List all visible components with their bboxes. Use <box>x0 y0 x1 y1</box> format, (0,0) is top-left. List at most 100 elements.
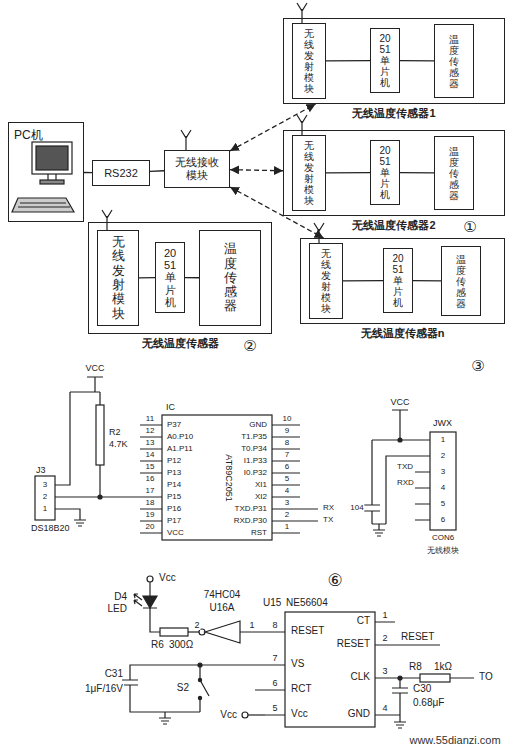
part-label: VCC <box>389 398 410 407</box>
link-line <box>326 172 370 174</box>
part-label: TO <box>478 672 494 682</box>
pin-name: XI1 <box>254 481 268 489</box>
unit-heading: 无线温度传感器2 <box>352 218 435 233</box>
pin-number: 12 <box>145 427 156 435</box>
interface-box: RS232 <box>92 160 150 186</box>
pin-number: 14 <box>145 451 156 459</box>
part-label: 1kΩ <box>433 662 453 672</box>
part-label: RESET <box>400 632 435 642</box>
transmitter-box: 无线发射模块 <box>292 23 326 99</box>
pin-name: RXD.P30 <box>233 517 268 525</box>
pin-number: 7 <box>271 654 278 663</box>
pin-number: 2 <box>381 634 388 643</box>
pin-name: P14 <box>166 481 182 489</box>
part-label: U15 <box>262 598 282 608</box>
link-line <box>413 280 441 282</box>
part-label: RX <box>322 504 335 512</box>
box-text: 温度传感器 <box>449 146 459 201</box>
box-text: 2051单片机 <box>379 33 391 88</box>
pin-number: 4 <box>284 487 290 495</box>
receiver-box: 无线接收模块 <box>164 150 230 188</box>
pin-name: A1.P11 <box>166 445 194 453</box>
link-line <box>326 60 370 62</box>
callout-number: ⑥ <box>326 572 343 589</box>
box-text: 2051单片机 <box>392 253 404 308</box>
mcu-box: 2051单片机 <box>370 28 400 93</box>
pin-number: 2 <box>193 621 200 630</box>
part-label: TX <box>322 516 334 524</box>
part-label: R6 <box>150 640 165 650</box>
pin-number: 8 <box>271 621 278 630</box>
pin-number: 1 <box>284 523 290 531</box>
part-label: S2 <box>176 683 190 693</box>
part-label: Vcc <box>158 573 177 583</box>
transmitter-box: 无线发射模块 <box>309 243 343 319</box>
pin-number: 6 <box>271 679 278 688</box>
part-label: J3 <box>35 466 47 475</box>
box-text: 无线接收模块 <box>171 156 223 181</box>
box-text: 温度传感器 <box>456 254 466 309</box>
antenna-symbol <box>297 3 307 23</box>
pin-name: TXD.P31 <box>234 505 268 513</box>
sensor-unit: 无线温度传感器1无线发射模块2051单片机温度传感器 <box>283 18 505 104</box>
part-label: 0.68μF <box>412 698 445 708</box>
mcu-schematic <box>35 377 456 540</box>
pin-number: 13 <box>145 439 156 447</box>
pin-name: P16 <box>166 505 182 513</box>
part-label: 104 <box>349 504 364 512</box>
antenna-symbol <box>297 115 307 135</box>
pin-name: P15 <box>166 493 182 501</box>
unit-heading: 无线温度传感器n <box>361 326 445 341</box>
pin-name: P17 <box>166 517 182 525</box>
computer-icon <box>12 142 74 212</box>
pin-number: 20 <box>145 523 156 531</box>
link-line <box>343 280 383 282</box>
computer-box: PC机 <box>8 122 84 222</box>
pin-number: 3 <box>284 499 290 507</box>
sensor-unit: 无线温度传感器n无线发射模块2051单片机温度传感器 <box>300 238 505 324</box>
unit-heading: 无线温度传感器 <box>142 336 219 351</box>
part-label: 1μF/16V <box>84 684 124 694</box>
pin-number: 3 <box>42 481 48 489</box>
pin-name: RXD <box>396 479 415 487</box>
watermark: www.55dianzi.com <box>408 735 501 746</box>
pin-name: RCT <box>290 684 313 694</box>
pin-number: 11 <box>145 415 155 423</box>
pin-name: T1.P35 <box>240 433 268 441</box>
part-label: R2 <box>108 428 122 437</box>
sensor-box: 温度传感器 <box>434 24 474 98</box>
mcu-box: 2051单片机 <box>370 140 400 205</box>
part-label: 74HC04 <box>203 590 242 600</box>
sensor-box: 温度传感器 <box>434 136 474 210</box>
pin-name: A0.P10 <box>166 433 194 441</box>
part-label: DS18B20 <box>30 524 71 533</box>
pin-name: TXD <box>396 463 414 471</box>
box-text: 2051单片机 <box>163 247 176 307</box>
link-line <box>150 170 164 172</box>
pin-number: 6 <box>284 463 290 471</box>
pin-name: RESET <box>290 626 325 636</box>
pin-number: 16 <box>145 475 156 483</box>
pin-number: 10 <box>282 415 293 423</box>
pin-name: I0.P32 <box>243 469 268 477</box>
antenna-symbol <box>102 210 112 230</box>
pin-name: I1.P33 <box>243 457 268 465</box>
box-text: 温度传感器 <box>449 34 459 89</box>
unit-heading: 无线温度传感器1 <box>352 106 435 121</box>
pin-name: RST <box>250 529 268 537</box>
pin-number: 9 <box>284 427 290 435</box>
transmitter-box: 无线发射模块 <box>97 230 139 326</box>
link-line <box>400 172 434 174</box>
part-label: IC <box>165 403 176 412</box>
pin-number: 5 <box>271 704 278 713</box>
pin-number: 1 <box>440 436 446 444</box>
pin-name: GND <box>347 709 371 719</box>
callout-number: ③ <box>470 358 485 373</box>
pin-number: 17 <box>145 487 156 495</box>
pin-number: 1 <box>381 611 388 620</box>
pin-number: 4 <box>381 704 388 713</box>
pin-number: 2 <box>284 511 290 519</box>
pin-name: CT <box>356 616 371 626</box>
callout-number: ① <box>462 219 477 234</box>
